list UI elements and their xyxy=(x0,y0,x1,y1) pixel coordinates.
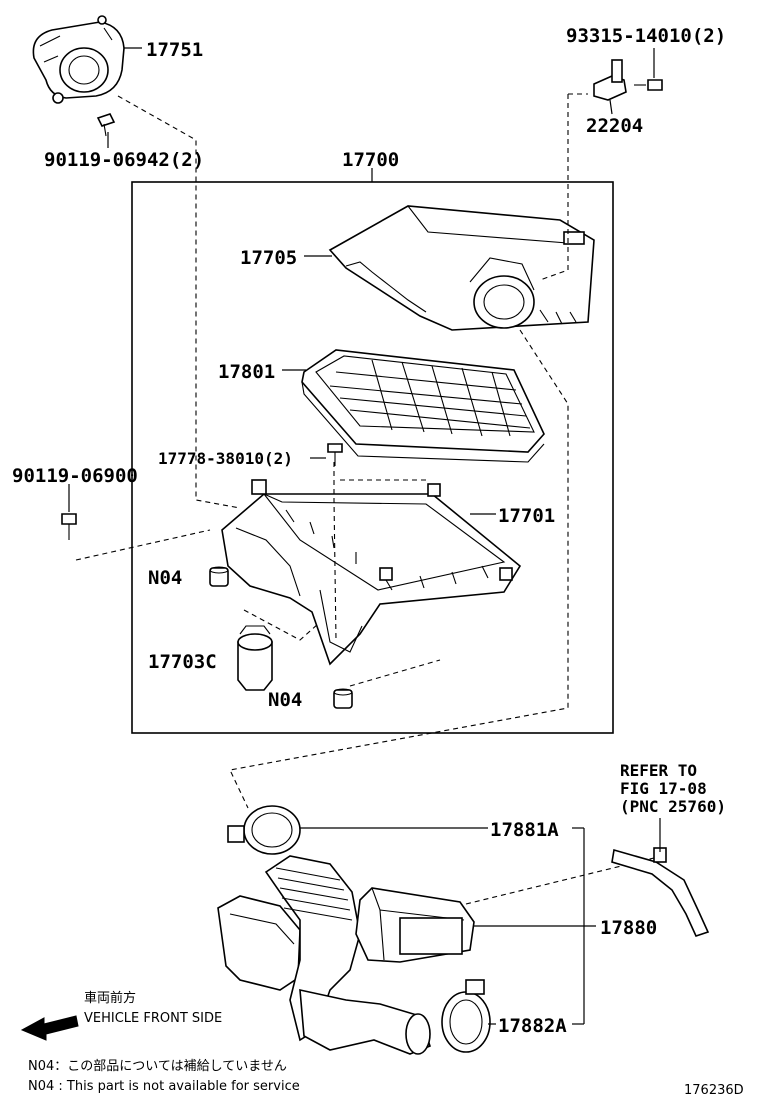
breather-hose xyxy=(611,847,710,937)
part-17751-drawing xyxy=(32,15,125,104)
bolt-90119-06942 xyxy=(96,113,116,137)
note-n04-en: N04 : This part is not available for ser… xyxy=(28,1079,300,1094)
clamp-17881a xyxy=(227,805,301,855)
label-17882a: 17882A xyxy=(498,1015,567,1037)
label-17880: 17880 xyxy=(600,917,657,939)
label-refer-pnc: (PNC 25760) xyxy=(620,797,726,816)
part-17880-drawing xyxy=(217,855,475,1055)
bolt-17778 xyxy=(327,443,343,466)
label-17705: 17705 xyxy=(240,247,297,269)
label-refer-to: REFER TO xyxy=(620,761,697,780)
label-17703c: 17703C xyxy=(148,651,217,673)
direction-jp: 車両前方 xyxy=(84,990,136,1006)
part-17801-drawing xyxy=(301,349,545,463)
label-22204: 22204 xyxy=(586,115,643,137)
label-17751: 17751 xyxy=(146,39,203,61)
label-90119-06942: 90119-06942(2) xyxy=(44,149,204,171)
label-n04-a: N04 xyxy=(148,567,182,589)
label-17701: 17701 xyxy=(498,505,555,527)
leader-22204 xyxy=(609,99,613,115)
label-17801: 17801 xyxy=(218,361,275,383)
part-17701-drawing xyxy=(221,479,522,666)
clamp-17882a xyxy=(441,979,491,1053)
sensor-22204 xyxy=(593,59,627,101)
bolt-93315 xyxy=(634,79,663,91)
figure-id: 176236D xyxy=(684,1083,744,1098)
dashed-reference-lines xyxy=(75,93,663,905)
part-17703c-drawing xyxy=(237,625,273,691)
label-17778-38010: 17778-38010(2) xyxy=(158,449,293,468)
direction-en: VEHICLE FRONT SIDE xyxy=(84,1011,222,1026)
label-refer-fig: FIG 17-08 xyxy=(620,779,707,798)
bracket-leaders xyxy=(300,827,596,1025)
label-17881a: 17881A xyxy=(490,819,559,841)
grommet-n04-b xyxy=(333,688,353,709)
bolt-90119-06900 xyxy=(61,513,77,540)
label-93315-14010: 93315-14010(2) xyxy=(566,25,726,47)
label-n04-b: N04 xyxy=(268,689,302,711)
grommet-n04-a xyxy=(209,566,229,587)
part-17705-drawing xyxy=(328,205,595,331)
note-n04-jp: N04：この部品については補給していません xyxy=(28,1059,287,1074)
vehicle-front-arrow-icon xyxy=(20,1015,79,1041)
label-90119-06900: 90119-06900 xyxy=(12,465,138,487)
label-17700: 17700 xyxy=(342,149,399,171)
